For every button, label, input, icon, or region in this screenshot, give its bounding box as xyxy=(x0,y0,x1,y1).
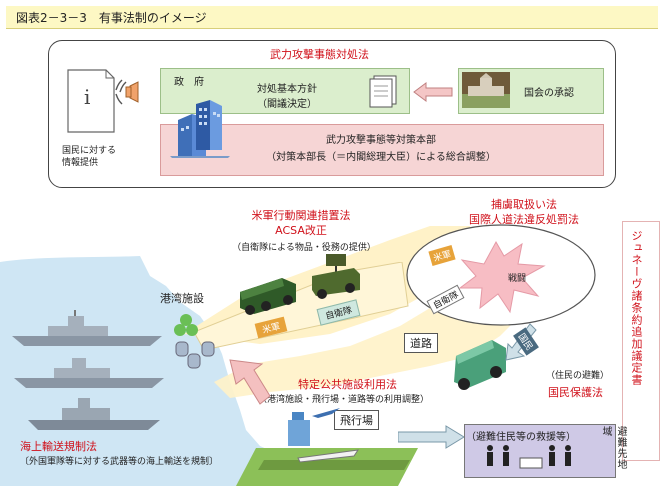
geneva-box xyxy=(622,221,660,461)
port-containers-icon xyxy=(174,314,215,369)
public-facilities-law-title: 特定公共施設利用法 xyxy=(298,378,397,391)
pow-law-title: 捕虜取扱い法 xyxy=(491,198,557,211)
government-label: 政 府 xyxy=(174,77,204,88)
armed-attack-law-title: 武力攻撃事態対処法 xyxy=(270,48,369,61)
diet-approval-label: 国会の承認 xyxy=(524,88,574,99)
deployment-arrow xyxy=(194,262,409,350)
radar-vehicle-icon xyxy=(312,254,360,299)
basic-policy-line2: （閣議決定） xyxy=(257,99,317,110)
relief-label: （避難住民等の救援等） xyxy=(466,432,576,443)
ship-3-icon xyxy=(28,398,160,430)
info-document-icon: i xyxy=(67,69,115,133)
svg-text:i: i xyxy=(84,85,90,109)
airport-label: 飛行場 xyxy=(334,410,379,430)
speaker-icon xyxy=(115,79,139,105)
evacuation-destination-box xyxy=(464,424,616,478)
evacuation-destination-label: 避難先地域 xyxy=(600,426,626,470)
road-label: 道路 xyxy=(404,333,438,353)
ship-2-icon xyxy=(14,358,164,388)
civil-protection-law-title: 国民保護法 xyxy=(548,386,603,399)
evacuation-truck-icon xyxy=(454,340,506,390)
airport-icon xyxy=(288,408,360,463)
diet-building-icon xyxy=(462,72,510,108)
geneva-protocols-label: ジュネーヴ諸条約追加議定書 xyxy=(630,230,643,386)
figure-header: 図表2－3－3 有事法制のイメージ xyxy=(6,6,658,29)
evacuation-note: （住民の避難） xyxy=(546,371,610,381)
port-facility-label: 港湾施設 xyxy=(160,292,204,305)
basic-policy-line1: 対処基本方針 xyxy=(257,84,317,95)
documents-icon xyxy=(369,75,397,108)
acsa-revision-title: ACSA改正 xyxy=(275,224,327,237)
maritime-law-title: 海上輸送規制法 xyxy=(20,440,97,453)
government-building-icon xyxy=(170,100,230,158)
task-force-title: 武力攻撃事態等対策本部 xyxy=(326,135,436,146)
task-force-subtitle: （対策本部長（＝内閣総理大臣）による総合調整） xyxy=(266,152,496,163)
evacuation-arrow-right xyxy=(398,425,465,449)
us-forces-law-title: 米軍行動関連措置法 xyxy=(251,209,351,222)
public-facilities-law-note: （港湾施設・飛行場・道路等の利用調整） xyxy=(258,395,430,405)
battle-label: 戦闘 xyxy=(508,274,527,284)
figure-title: 図表2－3－3 有事法制のイメージ xyxy=(16,11,207,25)
facility-use-arrow xyxy=(229,359,271,405)
sdf-truck-icon xyxy=(240,278,296,315)
info-provision-caption: 国民に対する 情報提供 xyxy=(62,146,117,168)
approval-arrow xyxy=(413,82,453,102)
task-force-band xyxy=(160,124,604,176)
ship-1-icon xyxy=(12,310,162,346)
ihl-violation-law-title: 国際人道法違反処罰法 xyxy=(469,213,579,226)
us-forces-law-note: （自衛隊による物品・役務の提供） xyxy=(232,243,376,253)
maritime-law-note: 〔外国軍隊等に対する武器等の海上輸送を規制〕 xyxy=(20,457,219,467)
people-icon xyxy=(487,445,571,469)
